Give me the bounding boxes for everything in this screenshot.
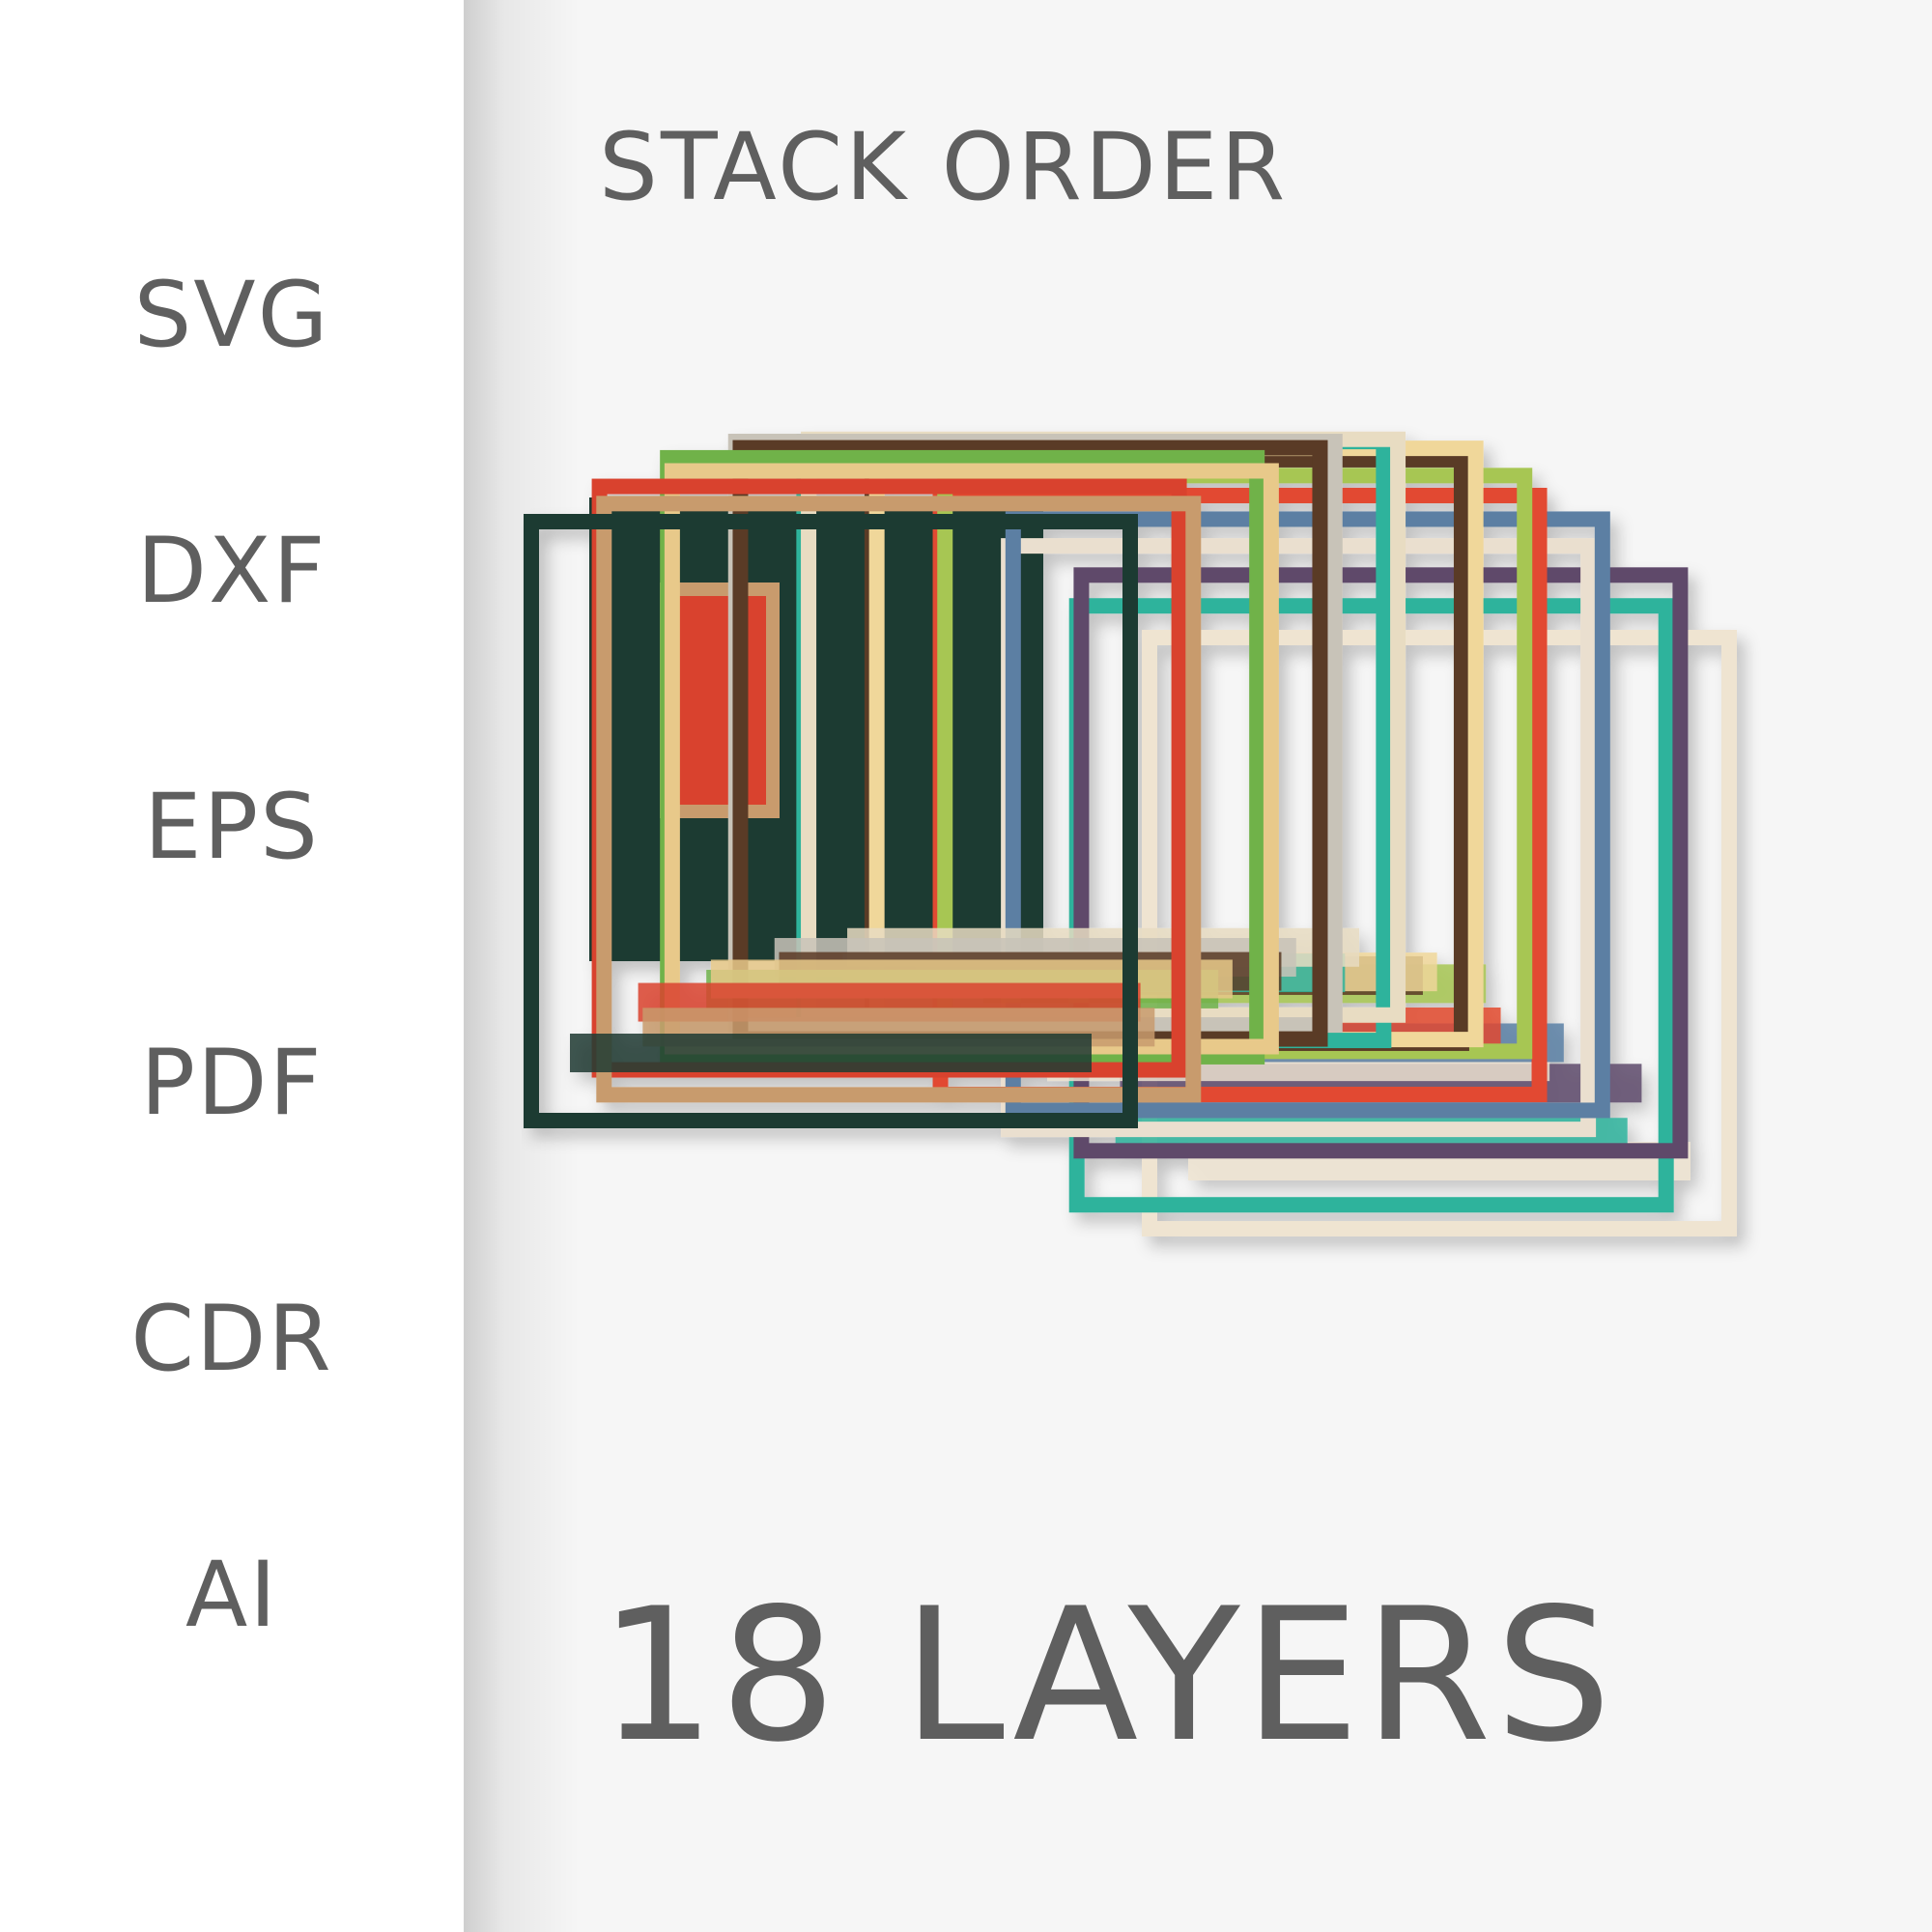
layer-cutout bbox=[570, 1034, 1092, 1072]
sidebar-shadow bbox=[464, 0, 580, 1932]
layer-count-label: 18 LAYERS bbox=[599, 1569, 1616, 1782]
layer-frame bbox=[596, 496, 1202, 1103]
format-item-svg: SVG bbox=[133, 263, 330, 368]
format-item-dxf: DXF bbox=[136, 519, 327, 624]
window-silhouette bbox=[660, 582, 780, 818]
format-item-cdr: CDR bbox=[130, 1287, 333, 1392]
format-item-eps: EPS bbox=[144, 775, 320, 880]
layer-frame bbox=[524, 514, 1138, 1128]
layer-stack-illustration bbox=[524, 431, 1737, 1236]
format-item-ai: AI bbox=[185, 1543, 279, 1648]
layer-frame bbox=[1005, 511, 1610, 1119]
format-sidebar: SVG DXF EPS PDF CDR AI bbox=[0, 0, 464, 1932]
format-item-pdf: PDF bbox=[140, 1031, 324, 1136]
page-title: STACK ORDER bbox=[599, 113, 1289, 221]
